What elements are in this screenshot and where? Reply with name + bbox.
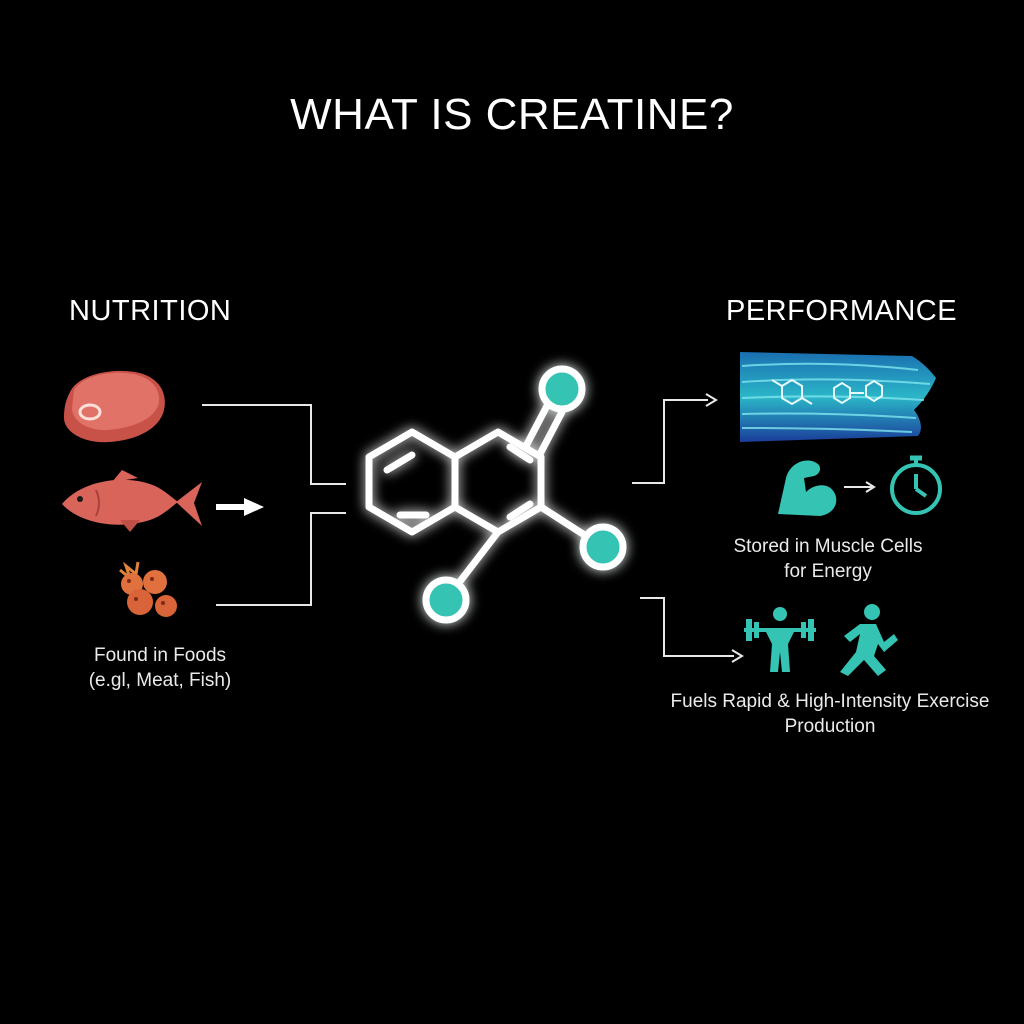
- fuels-caption-line2: Production: [784, 716, 876, 737]
- arrow-right-icon: [216, 498, 264, 516]
- right-connectors: [632, 399, 734, 657]
- nutrition-heading: NUTRITION: [69, 295, 232, 327]
- fuels-caption-line1: Fuels Rapid & High-Intensity Exercise: [670, 691, 990, 712]
- berries-icon: [119, 561, 177, 617]
- creatine-molecule-icon: [365, 365, 627, 624]
- runner-icon: [840, 604, 898, 676]
- arrow-head-icon: [705, 393, 718, 407]
- stored-caption-line1: Stored in Muscle Cells: [733, 536, 923, 557]
- food-caption: Found in Foods (e.gl, Meat, Fish): [40, 643, 280, 693]
- fish-icon: [62, 470, 202, 532]
- arrow-head-icon: [731, 649, 744, 663]
- left-connectors: [202, 404, 346, 606]
- stored-caption-line2: for Energy: [784, 561, 872, 582]
- muscle-fiber-icon: [740, 352, 936, 442]
- flexed-arm-icon: [778, 460, 837, 516]
- food-caption-line1: Found in Foods: [93, 645, 227, 666]
- steak-icon: [64, 370, 165, 443]
- performance-heading: PERFORMANCE: [726, 295, 958, 327]
- food-caption-line2: (e.gl, Meat, Fish): [88, 670, 232, 691]
- fuels-caption: Fuels Rapid & High-Intensity Exercise Pr…: [650, 689, 1010, 739]
- stored-caption: Stored in Muscle Cells for Energy: [700, 534, 956, 584]
- stopwatch-icon: [890, 455, 942, 515]
- weightlifter-icon: [744, 607, 816, 672]
- page-title: WHAT IS CREATINE?: [290, 90, 734, 139]
- small-arrow-icon: [844, 481, 876, 493]
